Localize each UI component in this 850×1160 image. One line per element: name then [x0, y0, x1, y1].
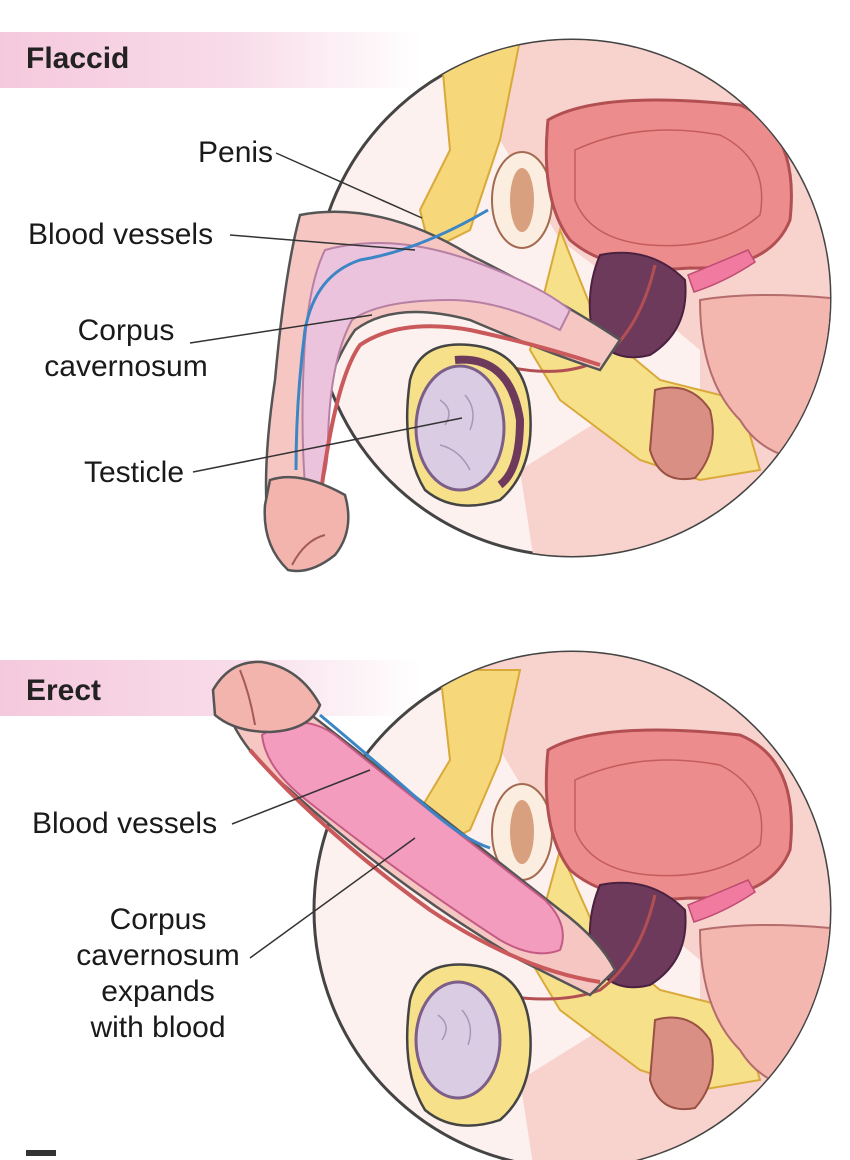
label-blood-vessels: Blood vessels	[28, 218, 214, 251]
testicle	[414, 364, 506, 492]
anal-sphincter	[648, 386, 714, 481]
flaccid-panel: Flaccid	[0, 0, 850, 573]
blood-vessel	[319, 713, 491, 850]
leader-testicle	[192, 417, 463, 473]
prostate	[588, 251, 687, 359]
label-corpus-cavernosum: Corpus cavernosum	[28, 313, 224, 385]
glans	[263, 475, 350, 573]
flaccid-anatomy-illustration	[189, 38, 832, 573]
leader-corpus	[189, 314, 373, 344]
label-penis: Penis	[198, 136, 274, 169]
corpus-cavernosum	[260, 721, 564, 955]
fat-layer	[418, 40, 522, 252]
label-corpus-line1: Corpus	[109, 903, 207, 936]
label-testicle: Testicle	[84, 456, 185, 489]
leader-penis	[275, 152, 423, 219]
erect-anatomy-illustration	[211, 650, 832, 1160]
erect-title-band	[0, 660, 420, 716]
label-corpus-line1: Corpus	[77, 314, 175, 347]
blood-vessel	[294, 208, 489, 471]
label-corpus-line4: with blood	[90, 1011, 226, 1044]
flaccid-title-band	[0, 32, 420, 88]
label-corpus-cavernosum-expands: Corpus cavernosum expands with blood	[58, 902, 258, 1046]
bladder	[544, 98, 793, 271]
leader-corpus	[249, 837, 416, 959]
footer-mark	[26, 1150, 56, 1156]
erect-panel: Erect	[0, 610, 850, 1160]
leader-blood-vessels	[231, 769, 371, 825]
label-corpus-line3: expands	[101, 975, 215, 1008]
bladder	[544, 728, 793, 901]
erect-title: Erect	[26, 674, 102, 707]
leader-blood-vessels	[229, 234, 416, 251]
glans	[211, 660, 322, 734]
flaccid-title: Flaccid	[26, 42, 130, 75]
label-corpus-line2: cavernosum	[44, 350, 208, 383]
testicle	[414, 980, 502, 1100]
anal-sphincter	[648, 1016, 714, 1111]
label-blood-vessels: Blood vessels	[32, 807, 218, 840]
label-corpus-line2: cavernosum	[76, 939, 240, 972]
